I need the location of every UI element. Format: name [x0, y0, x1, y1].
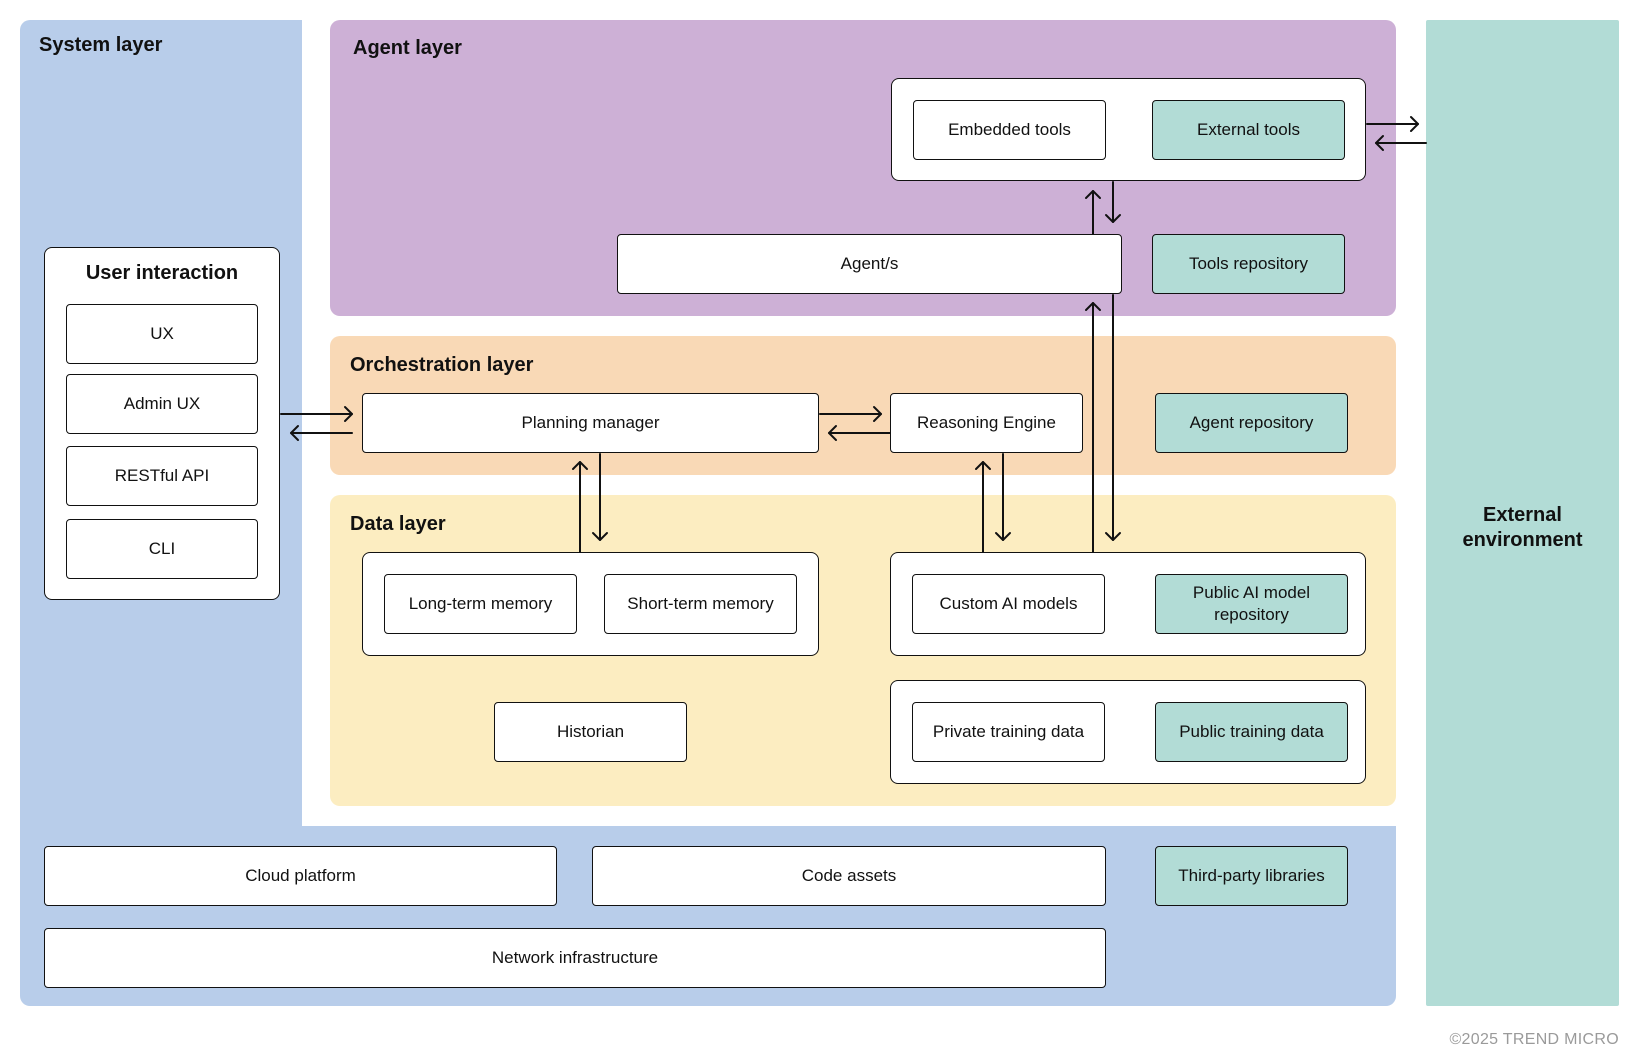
cli-box: CLI: [66, 519, 258, 579]
code-assets-box: Code assets: [592, 846, 1106, 906]
short-term-memory-box: Short-term memory: [604, 574, 797, 634]
external-environment-title: External environment: [1462, 504, 1583, 551]
historian-box: Historian: [494, 702, 687, 762]
third-party-libraries-box: Third-party libraries: [1155, 846, 1348, 906]
network-infrastructure-box: Network infrastructure: [44, 928, 1106, 988]
external-tools-box: External tools: [1152, 100, 1345, 160]
user-interaction-title: User interaction: [85, 262, 239, 284]
embedded-tools-box: Embedded tools: [913, 100, 1106, 160]
long-term-memory-box: Long-term memory: [384, 574, 577, 634]
external-environment-region: [1426, 20, 1619, 1006]
reasoning-engine-box: Reasoning Engine: [890, 393, 1083, 453]
admin-ux-box: Admin UX: [66, 374, 258, 434]
custom-ai-models-box: Custom AI models: [912, 574, 1105, 634]
data-layer-title: Data layer: [350, 513, 446, 535]
restful-api-box: RESTful API: [66, 446, 258, 506]
agent-layer-title: Agent layer: [353, 37, 462, 59]
agent-repository-box: Agent repository: [1155, 393, 1348, 453]
private-training-data-box: Private training data: [912, 702, 1105, 762]
copyright-text: ©2025 TREND MICRO: [1449, 1031, 1619, 1048]
tools-repository-box: Tools repository: [1152, 234, 1345, 294]
orchestration-layer-title: Orchestration layer: [350, 354, 534, 376]
agents-box: Agent/s: [617, 234, 1122, 294]
ux-box: UX: [66, 304, 258, 364]
public-ai-model-repository-box: Public AI model repository: [1155, 574, 1348, 634]
system-layer-title: System layer: [39, 34, 163, 56]
planning-manager-box: Planning manager: [362, 393, 819, 453]
public-training-data-box: Public training data: [1155, 702, 1348, 762]
cloud-platform-box: Cloud platform: [44, 846, 557, 906]
